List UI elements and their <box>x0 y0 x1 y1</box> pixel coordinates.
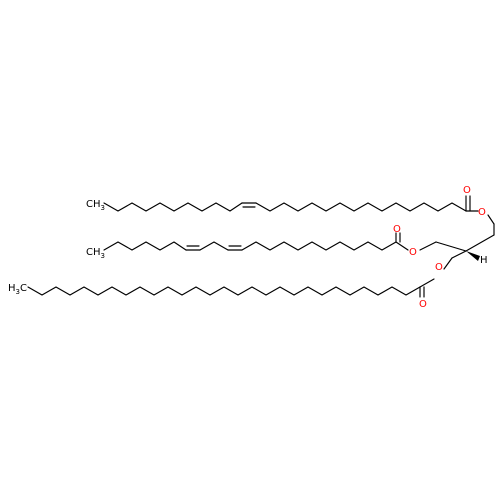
backbone-top-to-center <box>465 234 495 252</box>
backbone-center-to-o <box>451 250 467 259</box>
h3c-label-bottom: H3C <box>8 283 27 296</box>
oxygen-carbonyl-bottom: O <box>419 299 427 310</box>
bottom-ester-o-center <box>443 257 453 270</box>
middle-fatty-acid-chain <box>103 232 437 251</box>
top-ester-o-ch2 <box>487 214 495 225</box>
bottom-fatty-acid-chain <box>27 257 453 298</box>
middle-ester-o-ch2 <box>419 241 437 251</box>
middle-ester-c-o <box>395 241 409 251</box>
ch3-label-top: CH3 <box>86 199 105 212</box>
hydrogen-stereo-center: H <box>480 255 488 266</box>
oxygen-carbonyl-middle: O <box>393 224 401 235</box>
middle-chain-bonds-right <box>241 241 397 251</box>
oxygen-ester-middle: O <box>409 247 417 258</box>
oxygen-carbonyl-top: O <box>463 185 471 196</box>
glycerol-backbone <box>435 223 495 261</box>
middle-chain-bonds-center <box>199 241 229 251</box>
top-chain-bonds-left <box>103 202 243 212</box>
oxygen-ester-top: O <box>478 207 486 218</box>
middle-chain-bonds-left <box>103 241 187 251</box>
bottom-ester-c-o <box>419 278 435 288</box>
bottom-chain-bonds <box>27 286 421 296</box>
backbone-mid-to-center <box>435 241 467 252</box>
top-chain-bonds-right <box>255 202 467 212</box>
top-fatty-acid-chain <box>103 195 495 225</box>
oxygen-ester-bottom: O <box>435 262 443 273</box>
ch3-label-middle: CH3 <box>86 247 105 260</box>
atom-labels: CH3 CH3 H3C O O O O O O H <box>8 185 488 310</box>
stereo-wedge <box>466 251 480 261</box>
